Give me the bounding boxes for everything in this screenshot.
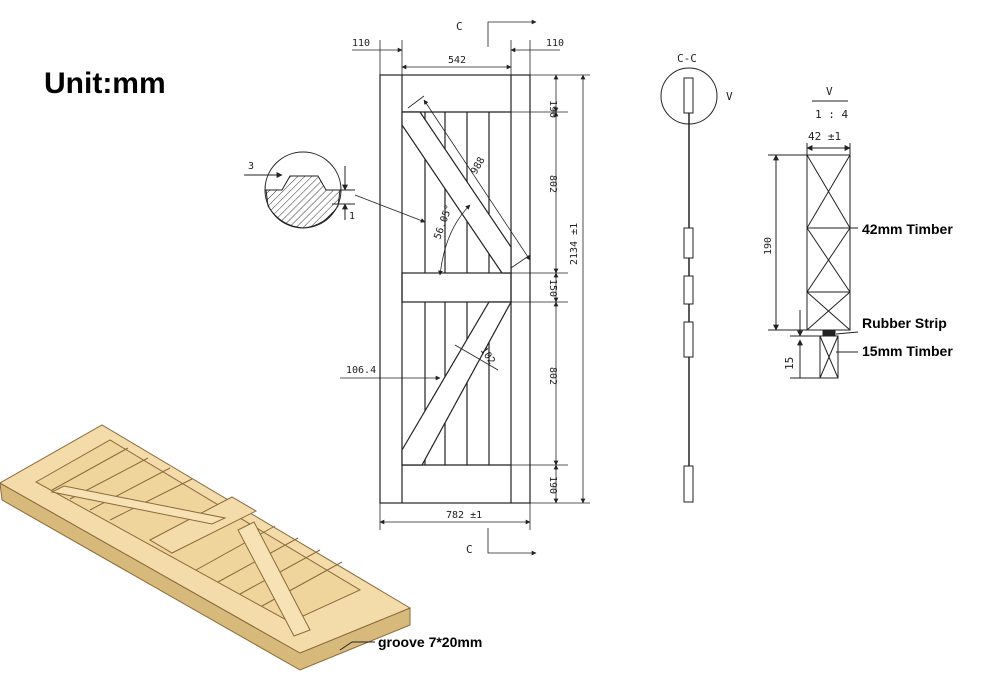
detail-height: 190 [763, 237, 774, 255]
dim-angle: 56.05° [432, 203, 455, 241]
detail-scale: 1 : 4 [815, 108, 848, 121]
dim-top-rail: 190 [547, 100, 558, 118]
detail-thickness: 42 ±1 [808, 130, 841, 143]
dim-mid-rail: 150 [547, 279, 558, 297]
groove-width-label: 3 [248, 161, 254, 172]
dim-lower-panel: 802 [547, 367, 558, 385]
dim-brace-length: 988 [469, 155, 488, 176]
front-dimensions [340, 19, 590, 556]
lower-brace [401, 301, 513, 466]
middle-rail [401, 272, 512, 303]
upper-brace [401, 111, 512, 274]
door-outline [379, 74, 531, 504]
dim-offset: 106.4 [346, 365, 376, 376]
dim-inner-width: 542 [448, 55, 466, 66]
detail-strip: 15 [783, 357, 796, 370]
label-42mm-timber: 42mm Timber [862, 221, 953, 237]
groove-leader [339, 641, 375, 651]
detail-v [768, 100, 859, 379]
section-mark-bottom: C [466, 543, 473, 556]
dim-bottom-rail: 190 [547, 476, 558, 494]
section-view-title: C-C [677, 52, 697, 65]
detail-mark: V [726, 90, 733, 103]
section-mark-top: C [456, 20, 463, 33]
unit-title: Unit:mm [44, 67, 166, 100]
door-3d [0, 424, 412, 671]
dim-left-stile: 110 [352, 38, 370, 49]
groove-detail [244, 151, 355, 229]
label-15mm-timber: 15mm Timber [862, 343, 953, 359]
label-rubber-strip: Rubber Strip [862, 315, 947, 331]
dim-total-width: 782 ±1 [446, 510, 482, 521]
dim-upper-panel: 802 [547, 175, 558, 193]
groove-depth-label: 1 [349, 211, 355, 222]
dim-total-height: 2134 ±1 [569, 223, 580, 265]
dim-right-stile: 110 [546, 38, 564, 49]
front-elevation [379, 74, 531, 504]
label-groove: groove 7*20mm [378, 634, 482, 650]
section-cc [660, 67, 718, 503]
detail-name: V [826, 85, 833, 98]
